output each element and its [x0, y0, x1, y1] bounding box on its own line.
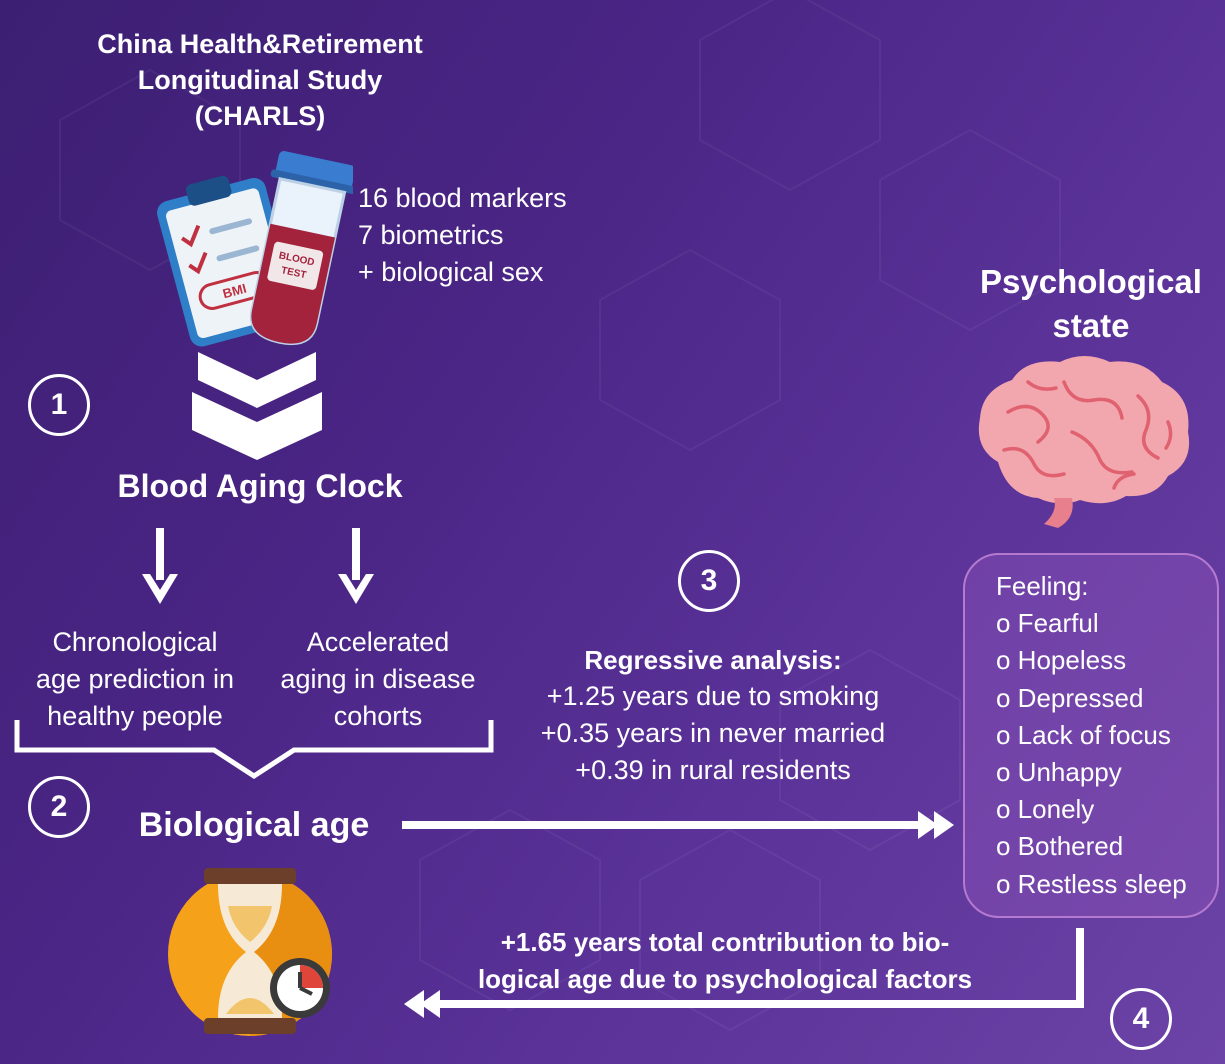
merge-bracket [14, 720, 494, 779]
arrow-down-icon [142, 528, 178, 604]
step-1-badge: 1 [28, 374, 90, 436]
analysis-line: +1.25 years due to smoking [546, 681, 880, 711]
arrow-left-icon [404, 928, 1084, 1018]
biological-age-label: Biological age [138, 806, 370, 844]
arrow-down-icon [338, 528, 374, 604]
regressive-analysis: Regressive analysis: +1.25 years due to … [500, 642, 926, 789]
psych-title-line: state [1052, 307, 1130, 344]
contribution-line: +1.65 years total contribution to bio- [500, 927, 950, 957]
step-2-badge: 2 [28, 776, 90, 838]
feeling-label: Feeling: [996, 571, 1089, 601]
clock-icon [270, 958, 330, 1018]
study-title-line: (CHARLS) [194, 101, 326, 131]
input-item: 7 biometrics [358, 220, 504, 250]
tube-label-line: TEST [280, 265, 307, 281]
branch-line: Chronological [52, 627, 218, 657]
feeling-list: Feeling: o Fearful o Hopeless o Depresse… [996, 568, 1218, 903]
feeling-item: o Fearful [996, 608, 1099, 639]
blood-tube-icon: BLOOD TEST [249, 151, 353, 346]
step-3-badge: 3 [678, 550, 740, 612]
brain-icon [978, 356, 1190, 528]
branch-chronological: Chronological age prediction in healthy … [10, 624, 260, 735]
input-item: 16 blood markers [358, 183, 567, 213]
clock-title: Blood Aging Clock [117, 468, 403, 504]
hourglass-icon [168, 868, 332, 1036]
contribution-text: +1.65 years total contribution to bio- l… [432, 924, 1018, 998]
bmi-label: BMI [221, 281, 248, 302]
study-title-line: China Health&Retirement [97, 29, 423, 59]
contribution-line: logical age due to psychological factors [477, 964, 973, 994]
blood-test-illustration: BMI BLOOD TEST [157, 151, 353, 347]
branch-accelerated: Accelerated aging in disease cohorts [258, 624, 498, 735]
arrow-right-icon [402, 811, 954, 839]
branch-line: aging in disease [280, 664, 476, 694]
analysis-line: +0.35 years in never married [540, 718, 886, 748]
psych-title: Psychological state [960, 260, 1222, 348]
feeling-item: o Hopeless [996, 645, 1127, 676]
analysis-title: Regressive analysis: [584, 645, 842, 675]
feeling-item: o Lack of focus [996, 719, 1171, 750]
feeling-item: o Restless sleep [996, 868, 1187, 899]
branch-line: cohorts [333, 701, 423, 731]
feeling-item: o Lonely [996, 794, 1095, 825]
branch-line: Accelerated [306, 627, 450, 657]
feeling-box [963, 553, 1219, 918]
study-title: China Health&Retirement Longitudinal Stu… [40, 26, 480, 134]
inputs-list: 16 blood markers 7 biometrics + biologic… [358, 180, 638, 291]
feeling-item: o Depressed [996, 682, 1144, 713]
step-4-badge: 4 [1110, 988, 1172, 1050]
branch-line: healthy people [47, 701, 223, 731]
feeling-item: o Unhappy [996, 757, 1122, 788]
chevron-down-icon [192, 352, 322, 460]
feeling-item: o Bothered [996, 831, 1124, 862]
psych-title-line: Psychological [980, 263, 1202, 300]
study-title-line: Longitudinal Study [137, 65, 383, 95]
analysis-line: +0.39 in rural residents [575, 755, 851, 785]
input-item: + biological sex [358, 257, 544, 287]
branch-line: age prediction in [35, 664, 235, 694]
